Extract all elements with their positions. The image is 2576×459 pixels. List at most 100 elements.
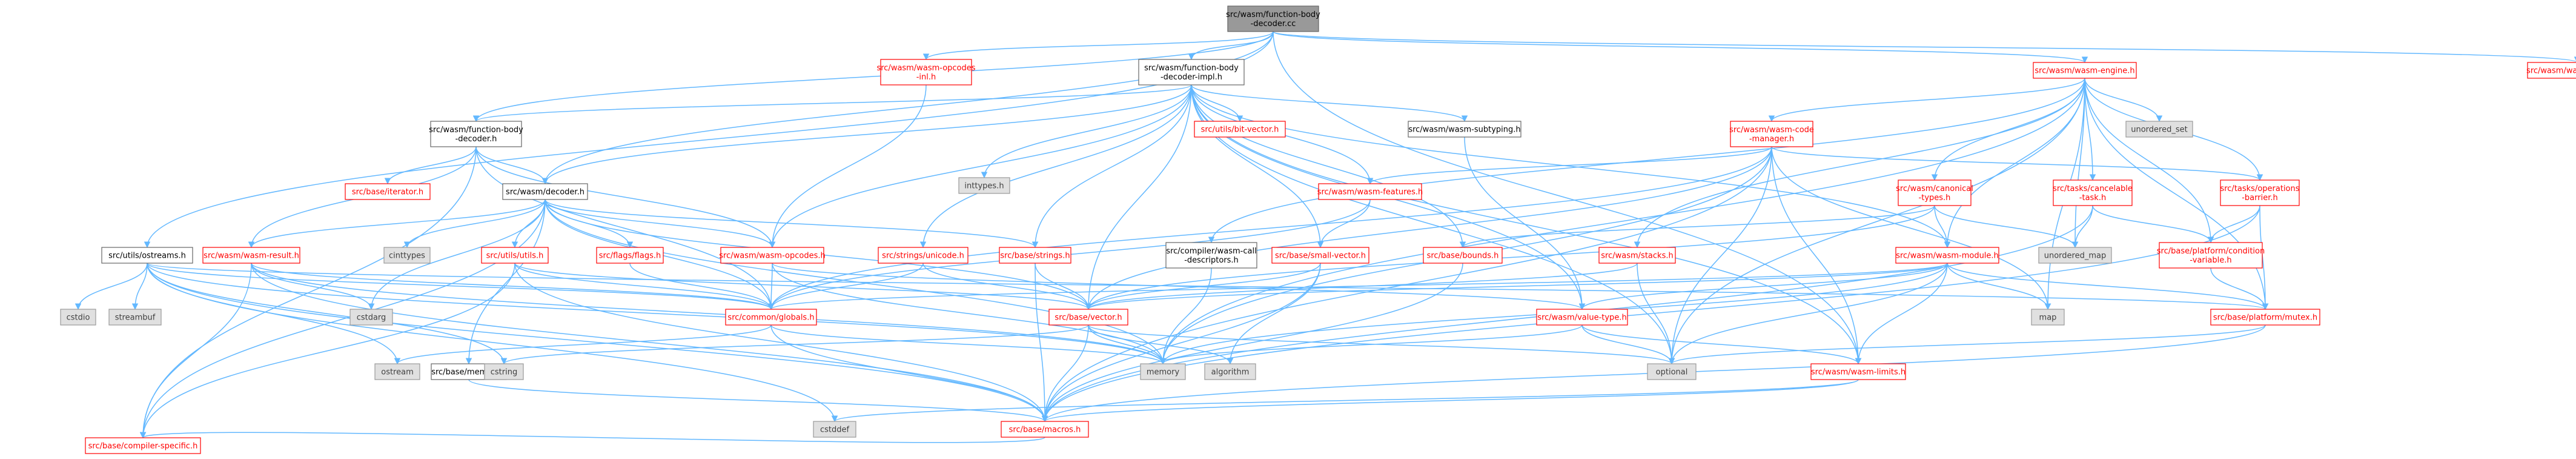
node-result[interactable]: src/wasm/wasm-result.h [202, 247, 300, 264]
node-box [430, 121, 522, 147]
node-label: src/base/platform/mutex.h [2213, 313, 2317, 323]
edge-engine-to-cancelable [2084, 78, 2096, 181]
node-smallvector[interactable]: src/base/small-vector.h [1271, 247, 1369, 264]
node-label: -variable.h [2190, 256, 2231, 265]
node-streambuf[interactable]: streambuf [108, 309, 162, 326]
node-box [2033, 62, 2137, 79]
edge-limits-to-macros [1042, 379, 1859, 423]
node-label: src/base/vector.h [1055, 313, 1122, 323]
node-label: src/tasks/cancelable [2053, 184, 2133, 193]
node-subtyping[interactable]: src/wasm/wasm-subtyping.h [1408, 121, 1521, 138]
edge-codemgr-to-map [1771, 146, 2051, 310]
node-label: src/tasks/operations [2220, 184, 2299, 193]
node-map[interactable]: map [2031, 309, 2065, 326]
node-label: -barrier.h [2242, 193, 2278, 203]
node-flags[interactable]: src/flags/flags.h [596, 247, 664, 264]
node-box [720, 247, 824, 264]
node-opbarriers[interactable]: src/tasks/operations-barrier.h [2220, 179, 2300, 206]
node-unordered_map[interactable]: unordered_map [2038, 247, 2112, 264]
node-unicode[interactable]: src/strings/unicode.h [878, 247, 968, 264]
node-label: -manager.h [1749, 135, 1794, 144]
edge-decoder-to-strings [545, 199, 1039, 249]
node-box [1810, 363, 1906, 380]
node-ostream[interactable]: ostream [374, 363, 420, 380]
node-root[interactable]: src/wasm/function-body-decoder.cc [1226, 5, 1320, 32]
node-box [108, 309, 162, 326]
edge-cancelable-to-unordered_map [2071, 205, 2093, 249]
node-label: cstdarg [357, 313, 386, 323]
node-box [481, 247, 549, 264]
edge-fbd_impl-to-module [1191, 84, 1951, 249]
edge-fbd_impl-to-bounds [1191, 84, 1466, 249]
node-cstdio[interactable]: cstdio [60, 309, 96, 326]
edge-ostreams-to-streambuf [131, 263, 148, 310]
node-iterator[interactable]: src/base/iterator.h [345, 183, 431, 200]
node-label: src/strings/unicode.h [882, 252, 964, 261]
node-ostreams[interactable]: src/utils/ostreams.h [101, 247, 193, 264]
node-cstring[interactable]: cstring [484, 363, 524, 380]
node-decoder[interactable]: src/wasm/decoder.h [502, 183, 588, 200]
edge-opbarriers-to-macros [1041, 205, 2260, 423]
node-engine[interactable]: src/wasm/wasm-engine.h [2033, 62, 2137, 79]
node-box [2210, 309, 2320, 326]
edge-decoder-to-cinttypes [403, 199, 546, 249]
node-box [596, 247, 664, 264]
node-inttypes[interactable]: inttypes.h [958, 177, 1010, 194]
node-box [2125, 121, 2193, 138]
node-bitvector[interactable]: src/utils/bit-vector.h [1194, 121, 1286, 138]
node-condvar[interactable]: src/base/platform/condition-variable.h [2157, 242, 2265, 269]
node-label: -task.h [2079, 193, 2106, 203]
edge-fbd_impl-to-vector [1085, 84, 1192, 310]
node-box [1271, 247, 1369, 264]
edge-ostreams-to-cstddef [147, 263, 838, 423]
node-cancelable[interactable]: src/tasks/cancelable-task.h [2053, 179, 2133, 206]
node-calldesc[interactable]: src/compiler/wasm-call-descriptors.h [1165, 242, 1257, 269]
node-bounds[interactable]: src/base/bounds.h [1423, 247, 1503, 264]
node-strings[interactable]: src/base/strings.h [999, 247, 1071, 264]
edge-engine-to-stacks [1634, 78, 2085, 249]
node-label: cstddef [820, 426, 850, 435]
node-unordered_set[interactable]: unordered_set [2125, 121, 2193, 138]
edge-globals-to-macros [770, 324, 1048, 423]
edge-fbd_impl-to-smallvector [1191, 84, 1324, 249]
node-canonical[interactable]: src/wasm/canonical-types.h [1896, 179, 1973, 206]
node-algorithm[interactable]: algorithm [1204, 363, 1256, 380]
node-label: src/wasm/canonical [1896, 184, 1973, 193]
node-optional[interactable]: optional [1647, 363, 1697, 380]
node-stacks[interactable]: src/wasm/stacks.h [1598, 247, 1676, 264]
node-cinttypes[interactable]: cinttypes [383, 247, 431, 264]
node-compspec[interactable]: src/base/compiler-specific.h [85, 437, 201, 454]
edge-strings-to-macros [1035, 263, 1048, 423]
node-opcodes[interactable]: src/wasm/wasm-opcodes.h [719, 247, 826, 264]
node-features[interactable]: src/wasm/wasm-features.h [1317, 183, 1423, 200]
node-label: inttypes.h [964, 182, 1004, 191]
node-opcodes_inl[interactable]: src/wasm/wasm-opcodes-inl.h [876, 59, 976, 85]
edge-ostreams-to-cstring [147, 263, 508, 365]
node-fbd_impl[interactable]: src/wasm/function-body-decoder-impl.h [1138, 59, 1245, 85]
node-cstddef[interactable]: cstddef [813, 421, 856, 438]
node-label: src/wasm/wasm-features.h [1317, 188, 1423, 197]
node-limits[interactable]: src/wasm/wasm-limits.h [1810, 363, 1906, 380]
node-codemgr[interactable]: src/wasm/wasm-code-manager.h [1729, 121, 1814, 147]
node-label: src/wasm/function-body [429, 126, 523, 135]
node-utils[interactable]: src/utils/utils.h [481, 247, 549, 264]
edge-root-to-linkage [1273, 31, 2576, 64]
node-valuetype[interactable]: src/wasm/value-type.h [1536, 309, 1628, 326]
node-memory[interactable]: memory [1140, 363, 1186, 380]
node-label: src/wasm/wasm-code [1729, 126, 1814, 135]
node-box [725, 309, 817, 326]
node-globals[interactable]: src/common/globals.h [725, 309, 817, 326]
node-macros[interactable]: src/base/macros.h [1001, 421, 1089, 438]
node-vector[interactable]: src/base/vector.h [1048, 309, 1128, 326]
node-linkage[interactable]: src/wasm/wasm-linkage.h [2526, 62, 2576, 79]
node-fbd[interactable]: src/wasm/function-body-decoder.h [429, 121, 523, 147]
node-cstdarg[interactable]: cstdarg [349, 309, 393, 326]
edge-codemgr-to-features [1366, 146, 1772, 185]
node-box [2220, 179, 2300, 206]
edge-root-to-fbd_impl [1188, 31, 1274, 61]
node-module[interactable]: src/wasm/wasm-module.h [1895, 247, 1999, 264]
node-box [349, 309, 393, 326]
edge-decoder-to-opcodes [545, 199, 776, 249]
node-label: unordered_set [2131, 126, 2187, 135]
node-mutex[interactable]: src/base/platform/mutex.h [2210, 309, 2320, 326]
